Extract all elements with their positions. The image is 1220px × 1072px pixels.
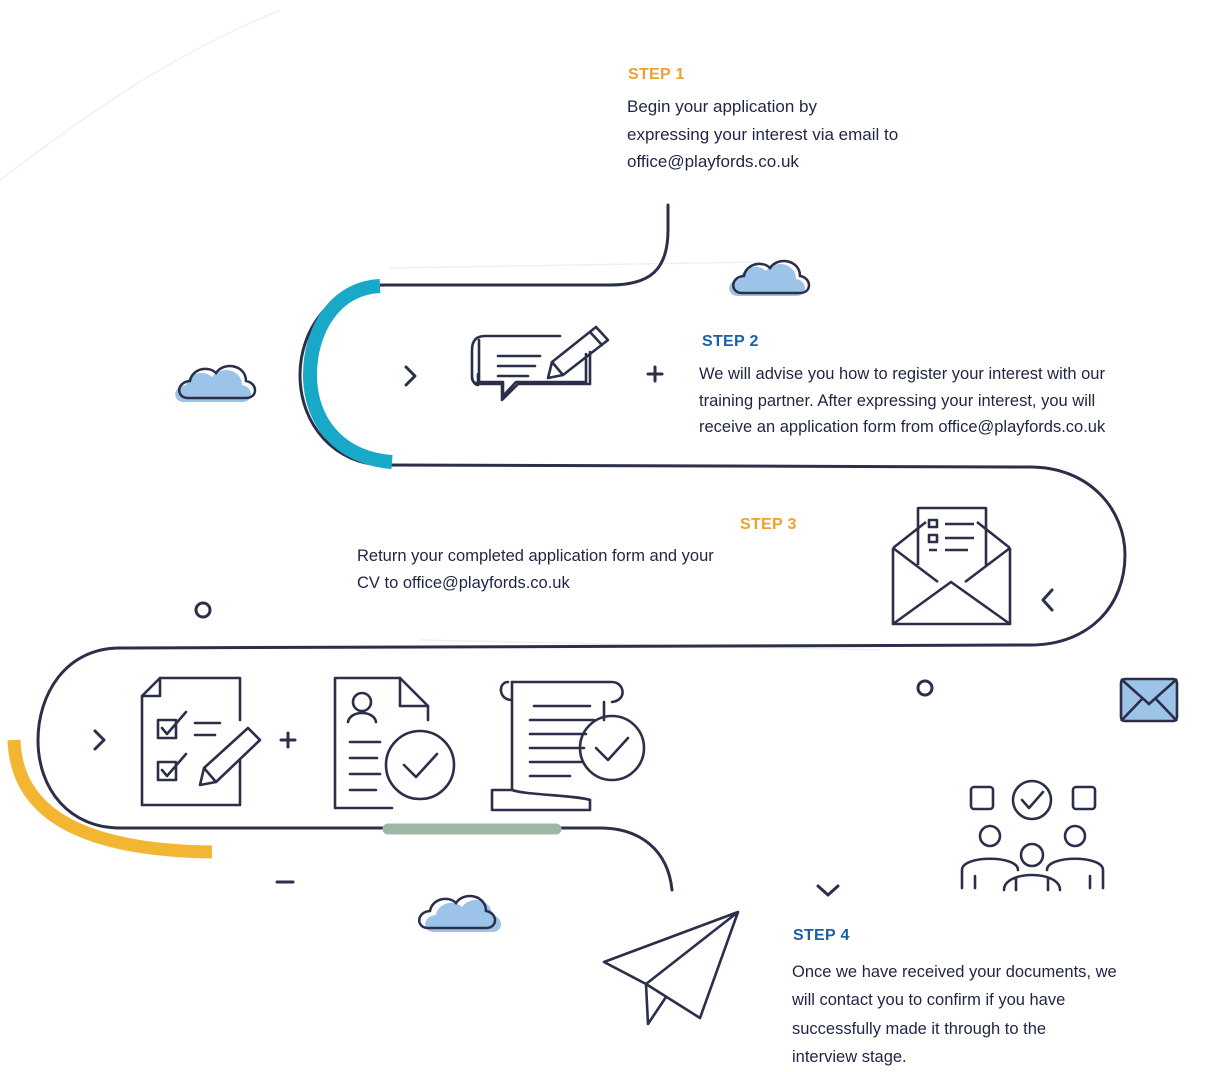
cloud-icon (729, 259, 811, 296)
decorative-glyphs (93, 365, 1054, 897)
step-3-line: CV to office@playfords.co.uk (357, 573, 570, 592)
step-3-description: Return your completed application form a… (357, 543, 714, 596)
step-1-line: expressing your interest via email to (627, 124, 899, 144)
ring-icon (916, 679, 934, 697)
step-1-description: Begin your application by expressing you… (627, 93, 898, 176)
chevron-down-icon (816, 884, 840, 897)
step-1-title: STEP 1 (628, 66, 685, 83)
step-4-description: Once we have received your documents, we… (792, 958, 1117, 1072)
step-4-line: Once we have received your documents, we (792, 963, 1117, 981)
step-2-line: We will advise you how to register your … (699, 365, 1105, 383)
step-2-line: training partner. After expressing your … (699, 391, 1096, 410)
chevron-left-icon (1041, 588, 1054, 612)
profile-document-check-icon (333, 676, 456, 810)
checklist-pencil-icon (140, 676, 262, 807)
team-approval-icon (960, 779, 1105, 892)
plus-icon (646, 365, 664, 383)
plus-icon (279, 731, 297, 749)
scroll-check-icon (490, 680, 646, 812)
step-1-line: office@playfords.co.uk (627, 152, 799, 172)
yellow-accent-arc (7, 739, 213, 859)
ring-icon (194, 601, 212, 619)
path-segment-3 (118, 463, 1127, 650)
step-3-line: Return your completed application form a… (357, 547, 714, 565)
cloud-icon (175, 364, 257, 402)
step-2-line: receive an application form from office@… (699, 418, 1106, 437)
step-4-line: will contact you to confirm if you have (792, 991, 1066, 1010)
step-4-line: successfully made it through to the (792, 1019, 1047, 1038)
teal-accent-arc (302, 279, 393, 469)
step-2-title: STEP 2 (702, 333, 759, 350)
path-segment-1 (383, 203, 670, 287)
mail-icon (1119, 677, 1179, 723)
chevron-right-icon (93, 729, 106, 751)
step-4-line: interview stage. (792, 1048, 907, 1067)
cloud-icon (418, 894, 501, 932)
paper-plane-icon (602, 910, 740, 1026)
path-segment-4 (36, 646, 674, 892)
envelope-letter-icon (891, 506, 1012, 626)
step-4-title: STEP 4 (793, 927, 850, 944)
step-1-line: Begin your application by (627, 97, 817, 116)
step-3-title: STEP 3 (740, 516, 797, 533)
step-2-description: We will advise you how to register your … (699, 361, 1105, 441)
chevron-right-icon (404, 365, 417, 387)
speech-bubble-pencil-icon (470, 325, 610, 402)
